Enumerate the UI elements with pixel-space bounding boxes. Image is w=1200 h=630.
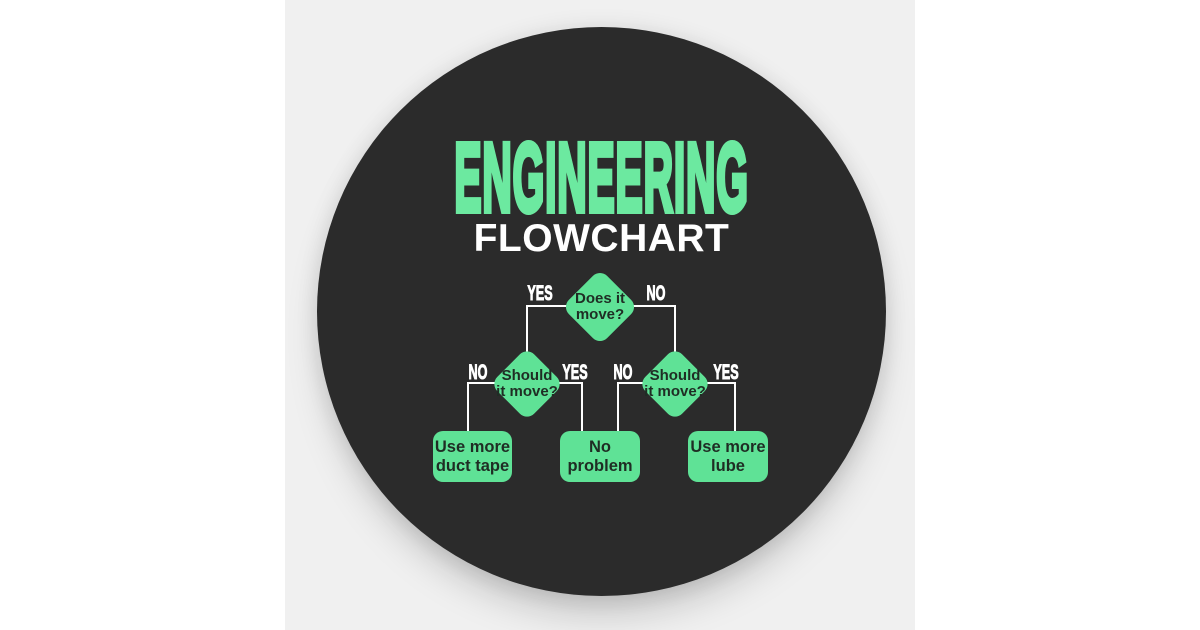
connector-line [734, 382, 736, 436]
connector-line [674, 305, 676, 385]
edge-label-left-yes: YES [562, 361, 588, 385]
edge-label-top-no: NO [646, 282, 666, 306]
connector-line [527, 305, 601, 307]
product-photo-panel: ENGINEERING FLOWCHART [285, 0, 915, 630]
edge-label-left-no: NO [468, 361, 488, 385]
title-engineering-text: ENGINEERING [453, 120, 749, 235]
title-engineering: ENGINEERING [317, 120, 886, 235]
connector-line [467, 382, 469, 436]
connector-line [617, 382, 619, 436]
edge-label-right-no: NO [613, 361, 633, 385]
decision-label-should-it-move-right: Should it move? [644, 367, 706, 400]
connector-line [600, 305, 676, 307]
result-box-no-problem: No problem [560, 431, 640, 482]
connector-line [581, 382, 583, 436]
result-box-use-more-lube: Use more lube [688, 431, 768, 482]
connector-line [526, 305, 528, 385]
result-box-use-more-duct-tape: Use more duct tape [433, 431, 512, 482]
edge-label-right-yes: YES [713, 361, 739, 385]
decision-label-should-it-move-left: Should it move? [496, 367, 558, 400]
round-sticker: ENGINEERING FLOWCHART [317, 27, 886, 596]
decision-label-does-it-move: Does it move? [574, 290, 625, 323]
title-flowchart-text: FLOWCHART [473, 217, 730, 260]
title-flowchart: FLOWCHART [317, 217, 886, 261]
edge-label-top-yes: YES [527, 282, 553, 306]
